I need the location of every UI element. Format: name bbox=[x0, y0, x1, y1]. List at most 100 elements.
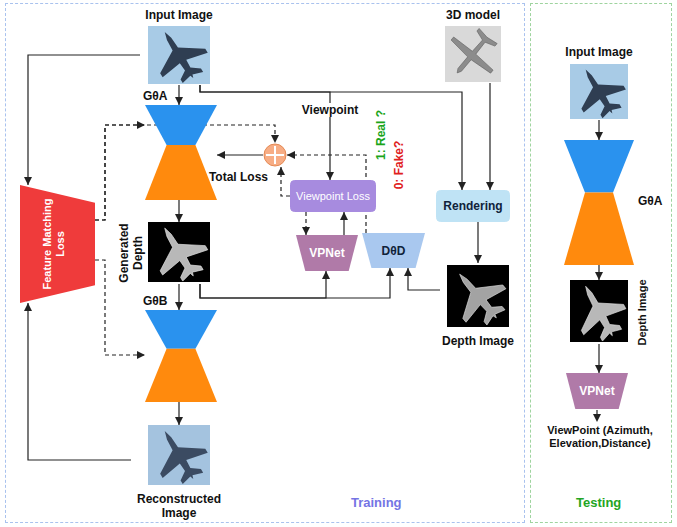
input-image: Input Image bbox=[140, 8, 218, 85]
test-input-photo bbox=[565, 58, 634, 125]
training-region: TrainingInput Image3D modelGθATotal Loss… bbox=[5, 3, 525, 523]
feature-matching-loss: Feature Matching Loss bbox=[20, 185, 95, 303]
trapezoid-fill bbox=[362, 233, 425, 268]
feature-matching-loss-label: Feature Matching Loss bbox=[41, 191, 67, 297]
discriminator-label: DθD bbox=[382, 244, 406, 258]
rendered-depth-image bbox=[440, 257, 517, 334]
connector bbox=[95, 125, 145, 220]
testing-region-label: Testing bbox=[576, 495, 621, 511]
arrow-head bbox=[404, 268, 412, 276]
test-input-image-label: Input Image bbox=[560, 45, 638, 59]
test-input-image: Input Image bbox=[560, 45, 638, 120]
arrow-head bbox=[24, 177, 32, 185]
generator-b: GθB bbox=[145, 310, 217, 402]
test-depth-image: Depth Image bbox=[570, 280, 650, 344]
arrow-head bbox=[24, 303, 32, 311]
connector bbox=[200, 85, 462, 190]
arrow-head bbox=[271, 135, 279, 143]
arrow-head bbox=[326, 172, 334, 180]
sum-circle-shape bbox=[263, 143, 287, 167]
decoder-trapezoid bbox=[145, 145, 217, 200]
arrow-head bbox=[175, 302, 183, 310]
total-loss-sum: Total Loss bbox=[263, 143, 287, 167]
input-photo bbox=[142, 20, 216, 91]
connector bbox=[28, 303, 131, 460]
connector bbox=[200, 85, 330, 180]
reconstructed-image: Reconstructed Image bbox=[131, 425, 227, 520]
connector bbox=[200, 268, 390, 298]
encoder-decoder-shape bbox=[145, 105, 217, 200]
arrow-head bbox=[287, 151, 295, 159]
connector bbox=[200, 271, 326, 298]
arrow-head bbox=[474, 255, 482, 263]
reconstructed-photo bbox=[142, 418, 216, 491]
encoder-trapezoid bbox=[145, 105, 217, 145]
model-image-label: 3D model bbox=[437, 8, 509, 22]
arrow-head bbox=[175, 417, 183, 425]
depth-image-label: Depth Image bbox=[440, 334, 516, 348]
test-vpnet: VPNet bbox=[566, 373, 628, 409]
decoder-trapezoid bbox=[145, 349, 217, 402]
model-render bbox=[437, 19, 507, 89]
edge-label: Viewpoint bbox=[300, 103, 360, 117]
arrow-head bbox=[595, 272, 603, 280]
arrow-head bbox=[302, 227, 310, 235]
training-region-label: Training bbox=[351, 495, 402, 511]
depth-image: Depth Image bbox=[440, 263, 516, 348]
arrow-head bbox=[595, 365, 603, 373]
rendering-box-label: Rendering bbox=[443, 199, 502, 213]
encoder-trapezoid bbox=[145, 310, 217, 349]
output-label: ViewPoint (Azimuth, Elevation,Distance) bbox=[536, 424, 664, 450]
arrow-head bbox=[217, 151, 225, 159]
rendering-box: Rendering bbox=[436, 190, 510, 222]
generated-depth-label: Generated Depth bbox=[117, 213, 145, 293]
viewpoint-loss-box-label: Viewpoint Loss bbox=[296, 189, 370, 203]
arrow-head bbox=[458, 182, 466, 190]
arrow-head bbox=[386, 268, 394, 276]
arrow-head bbox=[175, 214, 183, 222]
encoder-decoder-shape bbox=[564, 140, 634, 265]
connector bbox=[489, 83, 490, 190]
vpnet-label: VPNet bbox=[309, 246, 344, 260]
test-depth-image bbox=[565, 273, 634, 348]
test-generator-a-label: GθA bbox=[638, 194, 663, 208]
generator-a-label: GθA bbox=[143, 89, 168, 103]
reconstructed-image-label: Reconstructed Image bbox=[131, 492, 227, 520]
arrow-head bbox=[322, 271, 330, 279]
arrow-head bbox=[595, 132, 603, 140]
encoder-decoder-shape bbox=[145, 310, 217, 402]
connector bbox=[28, 55, 140, 185]
arrow-head bbox=[175, 97, 183, 105]
loss-trapezoid bbox=[20, 185, 95, 303]
arrow-head bbox=[277, 167, 285, 175]
generated-depth-image bbox=[142, 215, 216, 288]
box-fill bbox=[437, 191, 510, 222]
sum-plus bbox=[274, 146, 276, 164]
output-arrow-head bbox=[593, 414, 601, 422]
arrow-head bbox=[486, 182, 494, 190]
generator-b-label: GθB bbox=[143, 294, 168, 308]
encoder-trapezoid bbox=[564, 140, 634, 193]
test-generator-a: GθA bbox=[564, 140, 634, 265]
arrow-head bbox=[340, 212, 348, 220]
trapezoid-fill bbox=[296, 235, 358, 271]
generator-a: GθA bbox=[145, 105, 217, 200]
arrow-head bbox=[137, 351, 145, 359]
sum-circle bbox=[264, 144, 286, 166]
total-loss-sum-label: Total Loss bbox=[209, 170, 268, 184]
decoder-trapezoid bbox=[564, 193, 634, 266]
vpnet: VPNet bbox=[296, 235, 358, 271]
connector bbox=[408, 268, 440, 290]
box-fill bbox=[291, 181, 376, 212]
discriminator: DθD bbox=[362, 233, 425, 268]
model-image: 3D model bbox=[437, 8, 509, 83]
trapezoid-fill bbox=[566, 373, 628, 409]
test-depth-image-label: Depth Image bbox=[636, 276, 649, 348]
test-vpnet-label: VPNet bbox=[579, 384, 614, 398]
generated-depth: Generated Depth bbox=[118, 222, 212, 284]
viewpoint-loss-box: Viewpoint Loss bbox=[290, 180, 376, 212]
fake-label: 0: Fake? bbox=[392, 141, 406, 190]
input-image-label: Input Image bbox=[140, 8, 218, 22]
real-label: 1: Real ? bbox=[374, 110, 388, 160]
